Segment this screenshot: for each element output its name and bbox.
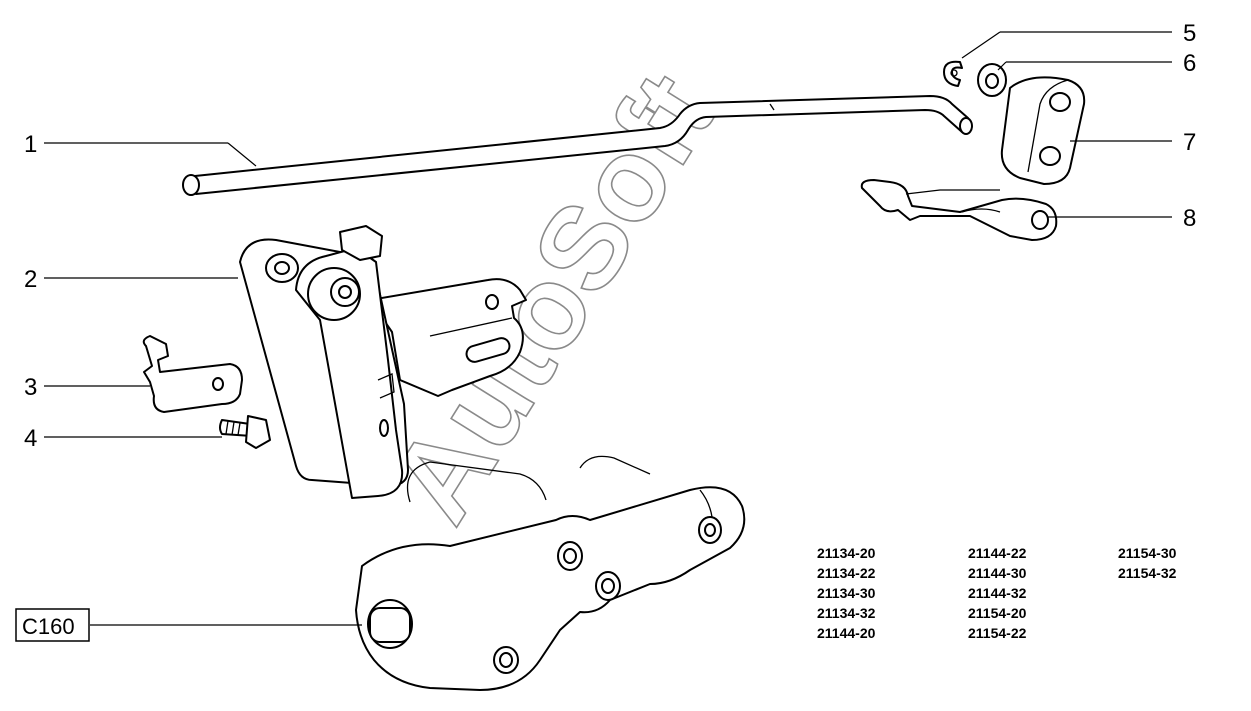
model-code: 21134-30 <box>817 585 876 601</box>
model-code: 21144-32 <box>968 585 1027 601</box>
model-code: 21154-22 <box>968 625 1027 641</box>
part-circlip <box>943 60 963 87</box>
model-code: 21144-22 <box>968 545 1027 561</box>
callout-6: 6 <box>1183 50 1196 77</box>
model-code: 21154-30 <box>1118 545 1177 561</box>
model-code: 21144-20 <box>817 625 876 641</box>
model-code: 21154-20 <box>968 605 1027 621</box>
callout-1: 1 <box>24 131 37 158</box>
callout-8: 8 <box>1183 205 1196 232</box>
part-regulator <box>355 455 746 691</box>
part-clip <box>142 335 243 413</box>
reference-label: C160 <box>22 614 75 639</box>
callout-3: 3 <box>24 374 37 401</box>
part-washer <box>977 63 1007 97</box>
part-bushing <box>1000 76 1086 185</box>
reference-box: C160 <box>15 608 90 642</box>
part-lever-bracket <box>239 225 527 499</box>
part-clamp <box>860 179 1058 241</box>
part-rod <box>182 95 973 196</box>
part-bolt <box>219 415 271 449</box>
model-code: 21134-22 <box>817 565 876 581</box>
model-code: 21144-30 <box>968 565 1027 581</box>
model-code: 21134-32 <box>817 605 876 621</box>
callout-5: 5 <box>1183 20 1196 47</box>
model-code: 21134-20 <box>817 545 876 561</box>
model-code: 21154-32 <box>1118 565 1177 581</box>
callouts: 1 2 3 4 5 6 7 8 <box>24 20 1196 452</box>
leader-lines <box>44 31 1172 626</box>
callout-7: 7 <box>1183 129 1196 156</box>
model-codes: 21134-20 21134-22 21134-30 21134-32 2114… <box>817 545 1177 641</box>
callout-2: 2 <box>24 266 37 293</box>
callout-4: 4 <box>24 425 37 452</box>
